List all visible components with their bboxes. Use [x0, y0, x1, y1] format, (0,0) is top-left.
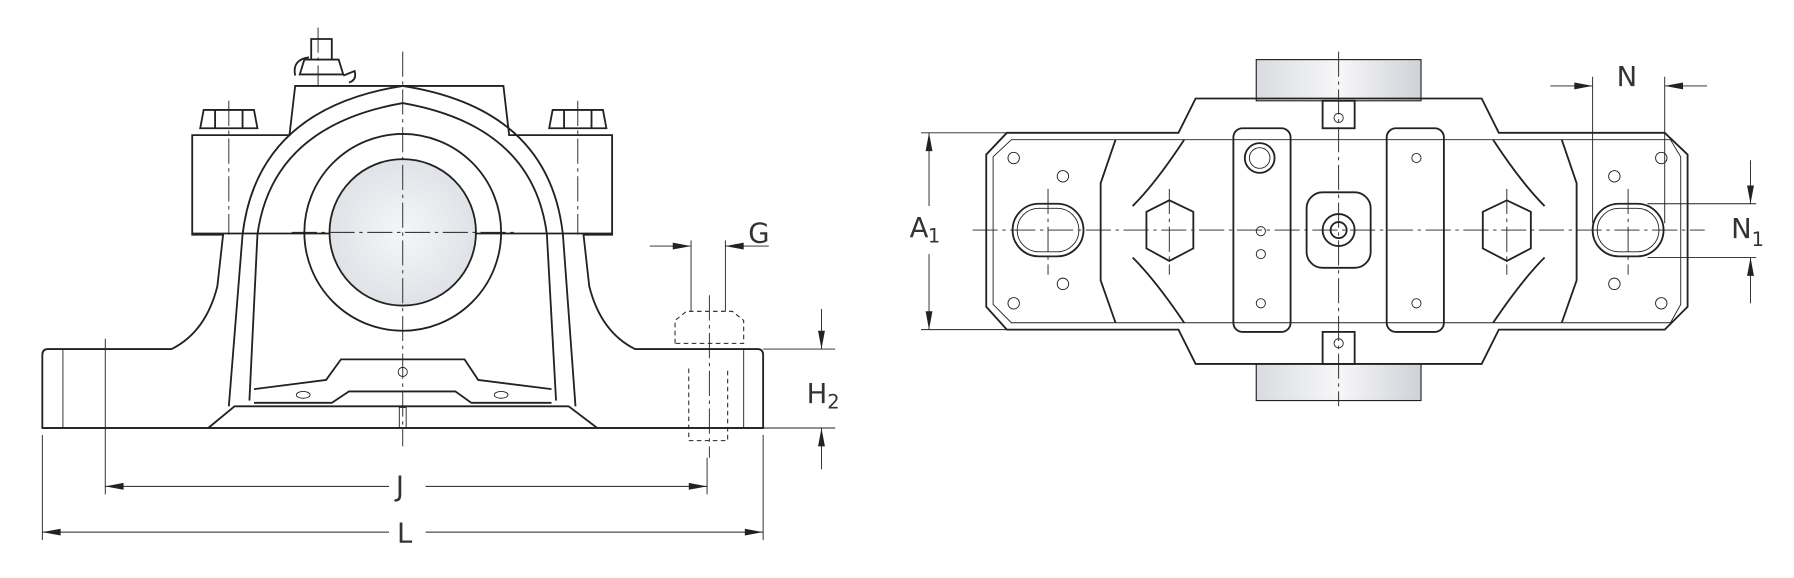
dimension-label-n1-sub: 1 — [1752, 228, 1764, 251]
front-view: G H 2 J L — [41, 27, 840, 549]
dimension-label-a1-sub: 1 — [928, 225, 940, 248]
dimension-label-n: N — [1617, 62, 1638, 93]
top-view: A 1 N N 1 — [910, 51, 1764, 407]
dimension-label-a1: A — [910, 213, 929, 244]
dimension-label-l: L — [397, 518, 413, 549]
dimension-label-h2: H — [807, 379, 828, 410]
dimension-label-j: J — [394, 472, 404, 503]
dimension-label-g: G — [748, 219, 769, 250]
dimension-label-h2-sub: 2 — [827, 391, 839, 414]
dimension-label-n1: N — [1731, 214, 1752, 245]
